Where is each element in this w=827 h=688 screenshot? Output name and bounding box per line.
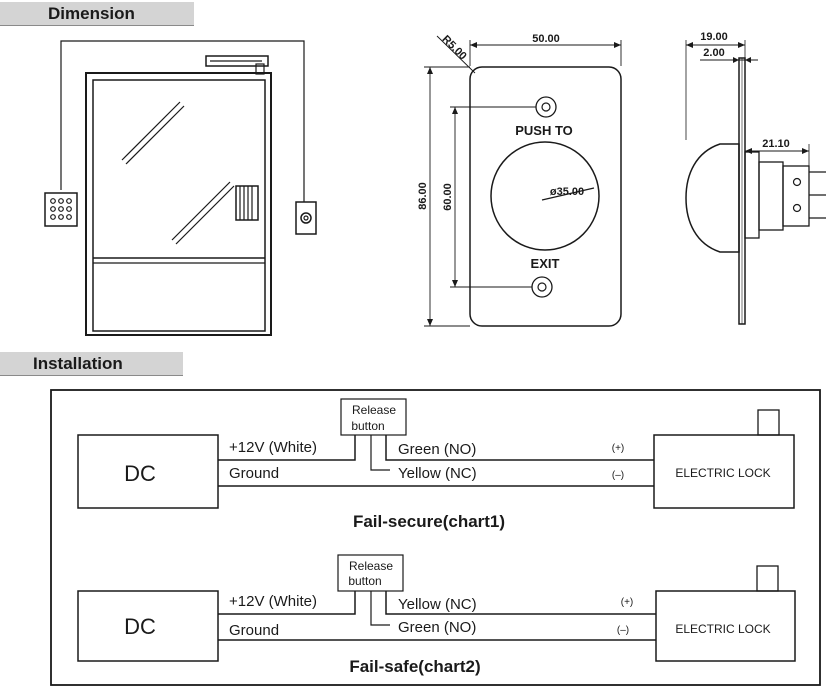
- screw-hole-top: [535, 96, 557, 118]
- glass-reflection-1: [121, 101, 181, 161]
- section-tab-dimension: Dimension: [0, 2, 194, 26]
- chart2-wire-bottom-stub: [370, 591, 390, 626]
- dim-hole-spacing: 60.00: [442, 183, 454, 211]
- dim-depth: 19.00: [700, 31, 728, 43]
- chart1-electric-lock-box: [653, 434, 795, 509]
- push-to-label: PUSH TO: [515, 123, 573, 138]
- side-housing: [744, 151, 760, 239]
- chart1-wire-power: [218, 435, 356, 461]
- door-frame-outer: [85, 72, 272, 336]
- screw-hole-bottom-inner: [537, 282, 547, 292]
- side-terminal-screw-1: [792, 177, 802, 187]
- chart2-power-label: +12V (White): [229, 593, 317, 610]
- chart2-wire-top: [385, 591, 656, 615]
- chart2-lock-label: ELECTRIC LOCK: [675, 622, 770, 636]
- chart1-lock-label: ELECTRIC LOCK: [675, 466, 770, 480]
- chart2-release-line1: Release: [349, 559, 393, 573]
- side-terminal-screw-2: [792, 203, 802, 213]
- exit-button-small-icon: [295, 201, 317, 235]
- chart2-wire-power: [218, 591, 356, 615]
- chart1-wire-bottom-label: Yellow (NC): [398, 465, 477, 482]
- chart2-release-line2: button: [348, 574, 381, 588]
- chart1-wire-top: [385, 435, 654, 461]
- chart1-fail-secure: DC Release button ELECTRIC LOCK +12V (Wh…: [77, 398, 795, 531]
- dim-radius: R5.00: [439, 33, 468, 62]
- side-switch-body: [758, 161, 784, 231]
- chart2-electric-lock-box: [655, 590, 796, 662]
- push-button-circle: [490, 141, 600, 251]
- chart1-minus-label: (–): [612, 470, 624, 481]
- button-front-view: PUSH TO EXIT ø35.00 50.00 R5.00 86.00 60…: [417, 33, 622, 327]
- chart2-plus-label: (+): [621, 597, 634, 608]
- dim-plate-thickness: 2.00: [703, 47, 724, 59]
- chart1-plus-label: (+): [612, 443, 625, 454]
- chart1-release-button-box: [340, 398, 407, 436]
- chart1-wire-top-label: Green (NO): [398, 441, 476, 458]
- door-illustration: [44, 40, 317, 336]
- dim-width: 50.00: [532, 33, 560, 45]
- chart1-title: Fail-secure(chart1): [353, 512, 505, 531]
- button-side-view: 19.00 2.00 21.10: [685, 31, 826, 325]
- chart2-wire-top-label: Yellow (NC): [398, 596, 477, 613]
- installation-frame: [50, 389, 821, 686]
- dim-button-depth: 21.10: [762, 138, 790, 150]
- screw-hole-bottom: [531, 276, 553, 298]
- dim-button-diameter: ø35.00: [550, 186, 584, 198]
- section-tab-installation: Installation: [0, 352, 183, 376]
- chart2-wire-bottom-label: Green (NO): [398, 619, 476, 636]
- chart2-dc-label: DC: [124, 614, 156, 639]
- chart2-title: Fail-safe(chart2): [349, 657, 480, 676]
- exit-label: EXIT: [531, 256, 560, 271]
- chart1-lock-bolt: [757, 409, 780, 436]
- dim-depth-arrows: [686, 42, 745, 48]
- button-plate-front: [469, 66, 622, 327]
- chart2-ground-label: Ground: [229, 622, 279, 639]
- glass-reflection-3: [171, 181, 231, 241]
- screw-hole-top-inner: [541, 102, 551, 112]
- side-dome: [685, 143, 740, 253]
- glass-reflection-2: [125, 105, 185, 165]
- chart2-dc-box: [77, 590, 219, 662]
- chart1-wire-bottom-stub: [370, 435, 390, 471]
- door-closer-icon: [205, 55, 269, 75]
- keypad-icon: [44, 192, 78, 227]
- dim-height: 86.00: [417, 182, 429, 210]
- glass-reflection-4: [175, 185, 235, 245]
- chart1-dc-label: DC: [124, 461, 156, 486]
- chart1-release-line1: Release: [352, 403, 396, 417]
- chart2-fail-safe: DC Release button ELECTRIC LOCK +12V (Wh…: [77, 554, 796, 676]
- door-frame-inner: [92, 79, 266, 332]
- door-handle-icon: [235, 185, 259, 221]
- dim-thickness-arrows: [733, 57, 751, 63]
- chart2-minus-label: (–): [617, 625, 629, 636]
- chart1-power-label: +12V (White): [229, 439, 317, 456]
- chart1-dc-box: [77, 434, 219, 509]
- chart1-release-line2: button: [351, 419, 384, 433]
- side-terminal-block: [782, 165, 810, 227]
- chart2-lock-bolt: [756, 565, 779, 592]
- chart1-ground-label: Ground: [229, 465, 279, 482]
- access-wiring: [60, 40, 305, 202]
- button-diameter-leader: [541, 187, 595, 201]
- dim-button-depth-arrows: [745, 148, 809, 154]
